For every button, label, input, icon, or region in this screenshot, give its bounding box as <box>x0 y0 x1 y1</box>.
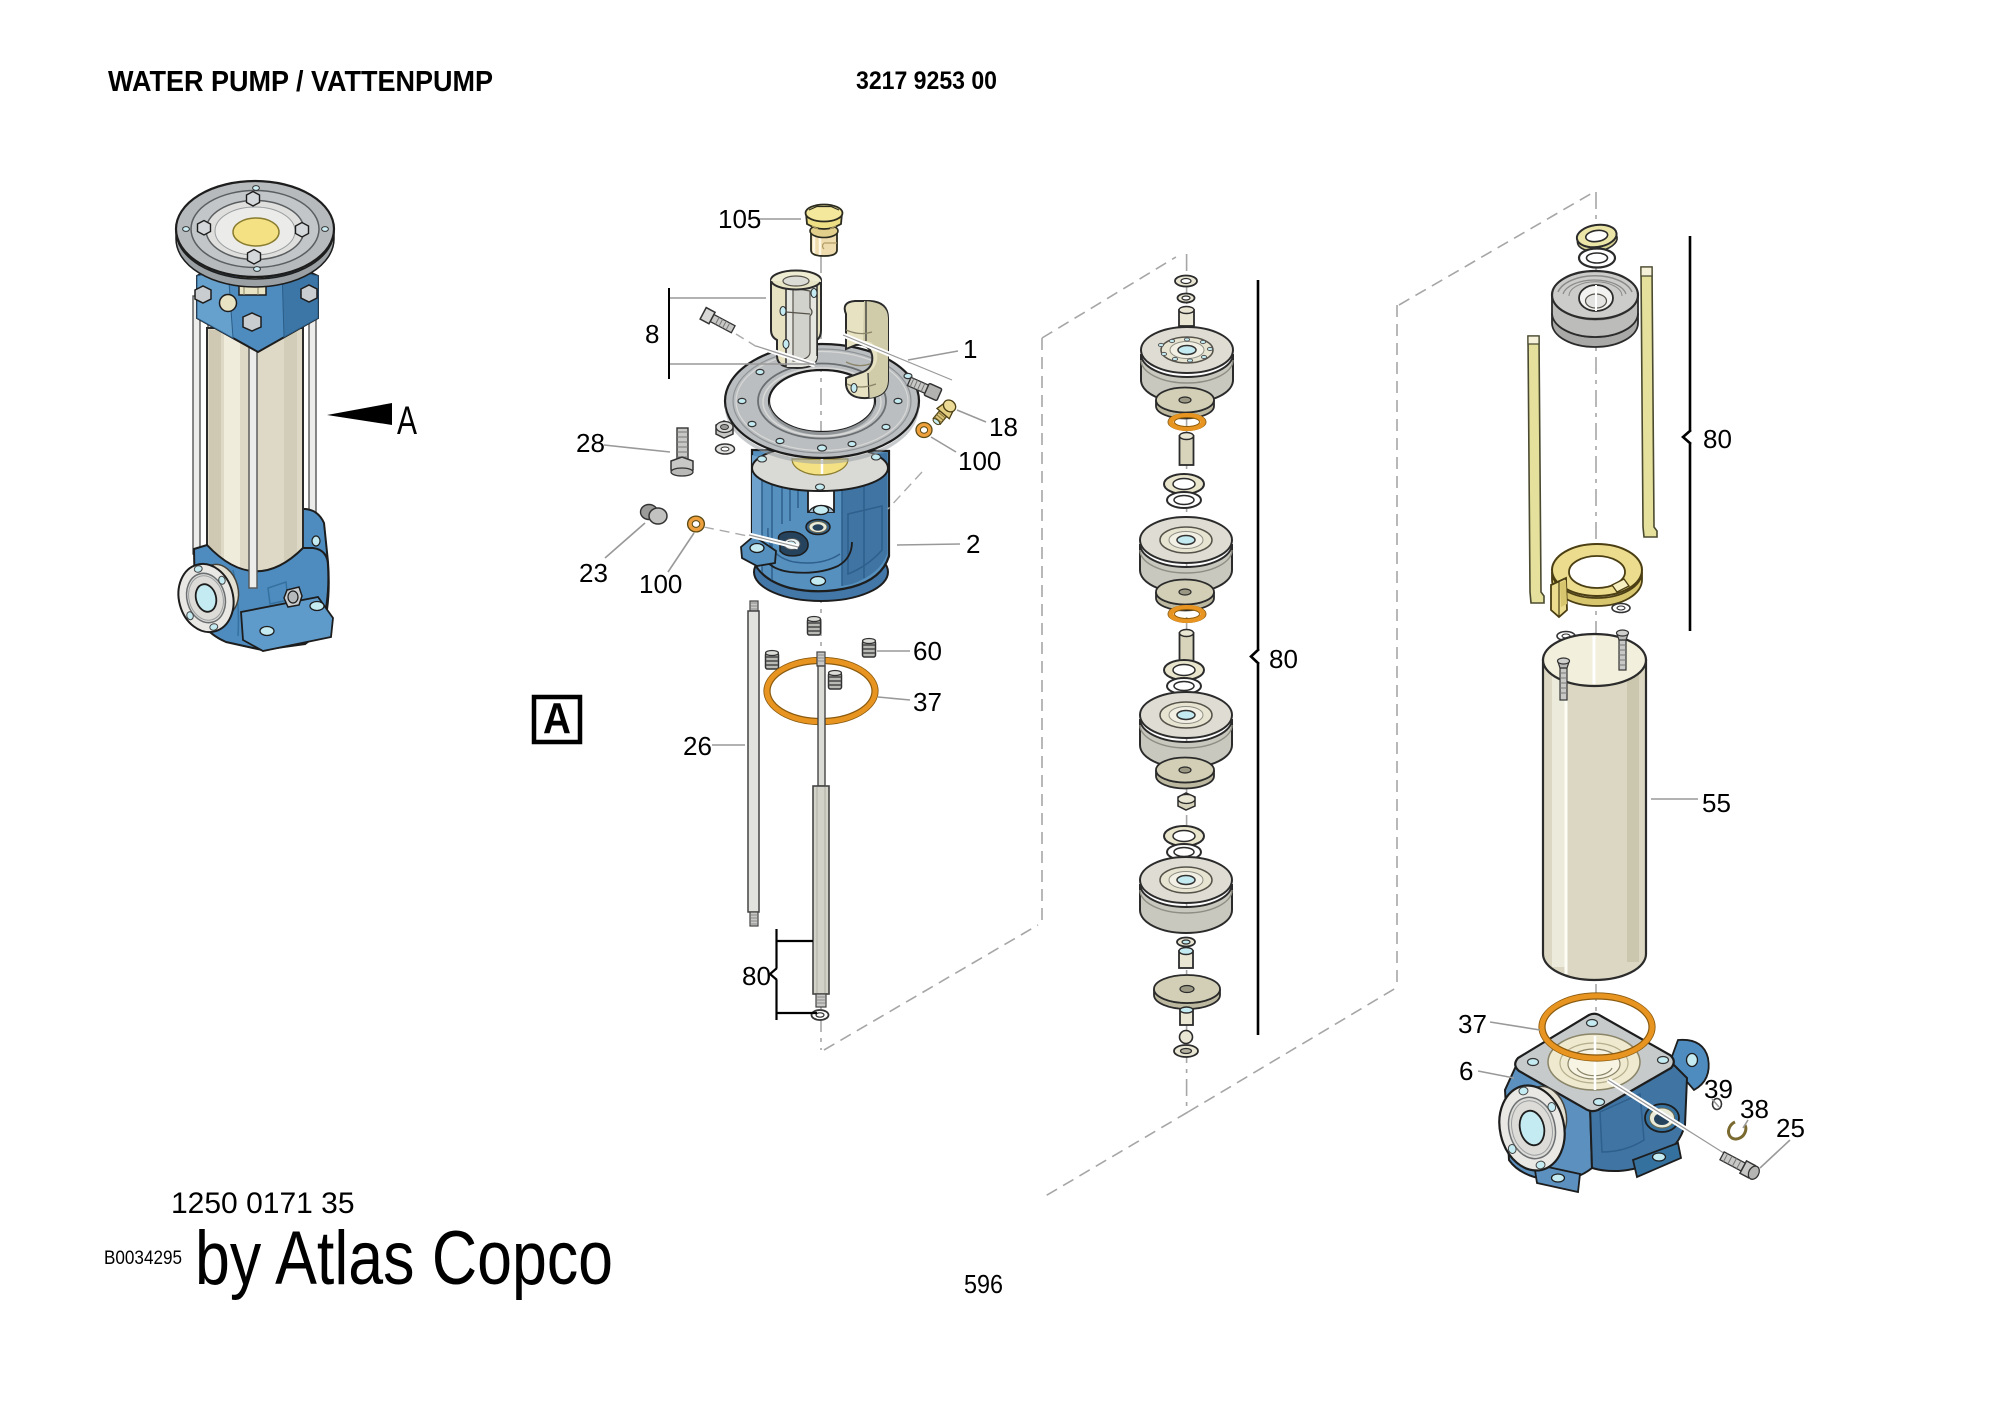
svg-text:23: 23 <box>579 558 608 588</box>
svg-text:105: 105 <box>718 204 761 234</box>
svg-text:100: 100 <box>639 569 682 599</box>
svg-text:39: 39 <box>1704 1074 1733 1104</box>
svg-text:100: 100 <box>958 446 1001 476</box>
svg-text:by Atlas Copco: by Atlas Copco <box>195 1216 613 1301</box>
svg-text:80: 80 <box>1269 644 1298 674</box>
svg-text:25: 25 <box>1776 1113 1805 1143</box>
svg-text:26: 26 <box>683 731 712 761</box>
svg-text:2: 2 <box>966 529 980 559</box>
svg-text:1: 1 <box>963 334 977 364</box>
svg-text:60: 60 <box>913 636 942 666</box>
svg-text:37: 37 <box>913 687 942 717</box>
svg-text:WATER PUMP / VATTENPUMP: WATER PUMP / VATTENPUMP <box>108 66 493 98</box>
svg-text:80: 80 <box>742 961 771 991</box>
svg-text:B0034295: B0034295 <box>104 1248 182 1269</box>
svg-text:37: 37 <box>1458 1009 1487 1039</box>
svg-text:18: 18 <box>989 412 1018 442</box>
svg-text:6: 6 <box>1459 1056 1473 1086</box>
svg-text:596: 596 <box>964 1269 1003 1299</box>
svg-text:A: A <box>543 694 571 743</box>
svg-text:8: 8 <box>645 319 659 349</box>
svg-text:38: 38 <box>1740 1094 1769 1124</box>
svg-text:3217 9253 00: 3217 9253 00 <box>856 67 997 95</box>
svg-text:80: 80 <box>1703 424 1732 454</box>
svg-text:A: A <box>397 399 417 443</box>
svg-text:55: 55 <box>1702 788 1731 818</box>
svg-text:1250 0171 35: 1250 0171 35 <box>171 1187 355 1220</box>
svg-text:28: 28 <box>576 428 605 458</box>
